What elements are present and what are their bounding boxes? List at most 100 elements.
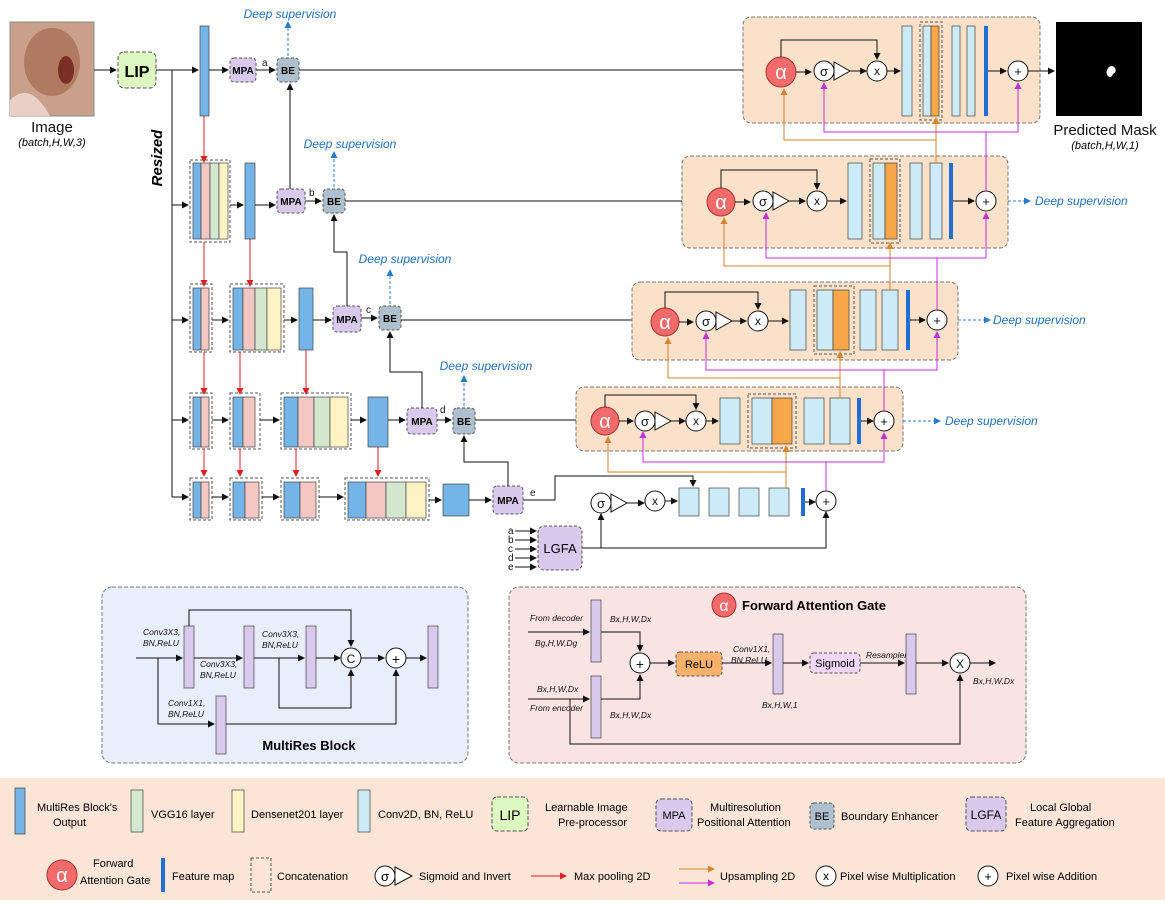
lgfa-label: LGFA [543, 541, 577, 556]
ds-dec4: Deep supervision [945, 414, 1038, 428]
input-image [9, 21, 95, 117]
mr-conv4: Conv1X1, [168, 698, 205, 708]
output-shape: (batch,H,W,1) [1071, 140, 1139, 152]
fag-resampler: Resampler [866, 650, 908, 660]
lg-upsample: Upsampling 2D [720, 871, 795, 883]
be-l3-label: BE [383, 314, 397, 325]
mr-conv4b: BN,ReLU [168, 709, 205, 719]
lg-mpa-1: Multiresolution [710, 802, 781, 814]
ds-dec2: Deep supervision [1035, 194, 1128, 208]
be-l3 [378, 305, 402, 331]
lg-maxpool: Max pooling 2D [574, 871, 650, 883]
lg-alpha-icon: α [56, 865, 68, 887]
lgfa-in-c: c [508, 544, 513, 555]
lg-sig-inv: Sigmoid and Invert [419, 871, 511, 883]
ds-l2: Deep supervision [304, 137, 397, 151]
multires-title: MultiRes Block [262, 738, 356, 753]
lg-multires-2: Output [53, 817, 86, 829]
skip-d: d [440, 405, 446, 416]
fag-alpha-icon: α [719, 598, 728, 615]
sigma-l3: σ [702, 314, 710, 329]
plus-l4: + [880, 414, 888, 429]
alpha-l3: α [659, 312, 671, 334]
fag-x: X [956, 657, 964, 671]
mr-plus: + [392, 651, 400, 667]
lg-lgfa-2: Feature Aggregation [1015, 817, 1115, 829]
lg-lgfa-1: Local Global [1030, 802, 1091, 814]
fag-from-encoder: From encoder [530, 703, 584, 713]
mr-conv1: Conv3X3, [143, 627, 180, 637]
lg-vgg: VGG16 layer [151, 809, 215, 821]
lg-lgfa: LGFA [971, 808, 1002, 822]
mr-conv3: Conv3X3, [262, 629, 299, 639]
be-l2-label: BE [327, 197, 341, 208]
fag-conv: Conv1X1, [733, 644, 770, 654]
fag-panel [508, 586, 1027, 764]
ds-l3: Deep supervision [359, 252, 452, 266]
mr-conv1b: BN,ReLU [143, 638, 180, 648]
input-label: Image [31, 119, 73, 136]
plus-l5: + [822, 494, 830, 509]
fag-relu: ReLU [685, 659, 713, 671]
skip-c: c [366, 305, 371, 316]
fag-sigmoid: Sigmoid [815, 658, 855, 670]
mult-l2: x [814, 194, 820, 208]
mpa-l5-label: MPA [497, 496, 518, 507]
lg-densenet: Densenet201 layer [251, 809, 344, 821]
mr-conv2: Conv3X3, [200, 659, 237, 669]
be-l4 [452, 407, 476, 435]
plus-l3: + [933, 313, 941, 328]
ds-l1: Deep supervision [244, 7, 337, 21]
lip-block [117, 51, 157, 89]
mult-l3: x [755, 314, 761, 328]
fag-from-decoder: From decoder [530, 613, 584, 623]
mpa-l1-label: MPA [232, 66, 253, 77]
sigma-l4: σ [641, 414, 649, 429]
lg-fag-2: Attention Gate [80, 875, 150, 887]
plus-l2: + [982, 194, 990, 209]
multires-panel [101, 586, 469, 764]
be-l1-label: BE [281, 66, 295, 77]
predicted-mask-image [1056, 22, 1142, 116]
plus-l1: + [1014, 64, 1022, 79]
fag-bx-enc2: Bx,H,W,Dx [610, 710, 652, 720]
ds-dec3: Deep supervision [993, 313, 1086, 327]
lip-label: LIP [125, 64, 150, 81]
skip-b: b [309, 188, 315, 199]
lg-fag-1: Forward [93, 858, 133, 870]
mr-conv3b: BN,ReLU [262, 640, 299, 650]
be-l4-label: BE [457, 417, 471, 428]
mult-l1: x [874, 64, 880, 78]
be-l2 [322, 188, 346, 214]
lg-lip-2: Pre-processor [558, 817, 627, 829]
fag-bx-enc: Bx,H,W,Dx [537, 684, 579, 694]
skip-a: a [262, 58, 268, 69]
lg-sigma-icon: σ [381, 869, 389, 884]
fag-convb: BN,ReLU [731, 655, 768, 665]
mpa-l2 [276, 188, 306, 214]
lg-be: BE [815, 811, 830, 823]
fag-out: Bx,H,W,Dx [973, 676, 1015, 686]
mpa-l3-label: MPA [336, 315, 357, 326]
lgfa-in-a: a [508, 526, 514, 537]
mr-conv2b: BN,ReLU [200, 670, 237, 680]
lg-be-desc: Boundary Enhancer [841, 811, 939, 823]
lgfa-in-d: d [508, 553, 514, 564]
fag-plus: + [636, 656, 644, 672]
skip-e: e [530, 488, 536, 499]
fag-bg: Bg,H,W,Dg [535, 638, 577, 648]
mult-l5: x [652, 494, 658, 508]
lgfa-in-e: e [508, 562, 514, 573]
mpa-l2-label: MPA [280, 197, 301, 208]
ds-l4: Deep supervision [440, 359, 533, 373]
lg-pmul: Pixel wise Multiplication [840, 871, 956, 883]
lg-mpa-2: Positional Attention [697, 817, 791, 829]
encoder-l1-block [199, 25, 210, 117]
sigma-l2: σ [759, 194, 767, 209]
sigma-l5: σ [597, 496, 605, 511]
mr-concat: C [347, 652, 356, 666]
lg-concat: Concatenation [277, 871, 348, 883]
be-l1 [276, 57, 300, 83]
lg-mpa: MPA [662, 810, 686, 822]
lg-feature-map: Feature map [172, 871, 234, 883]
